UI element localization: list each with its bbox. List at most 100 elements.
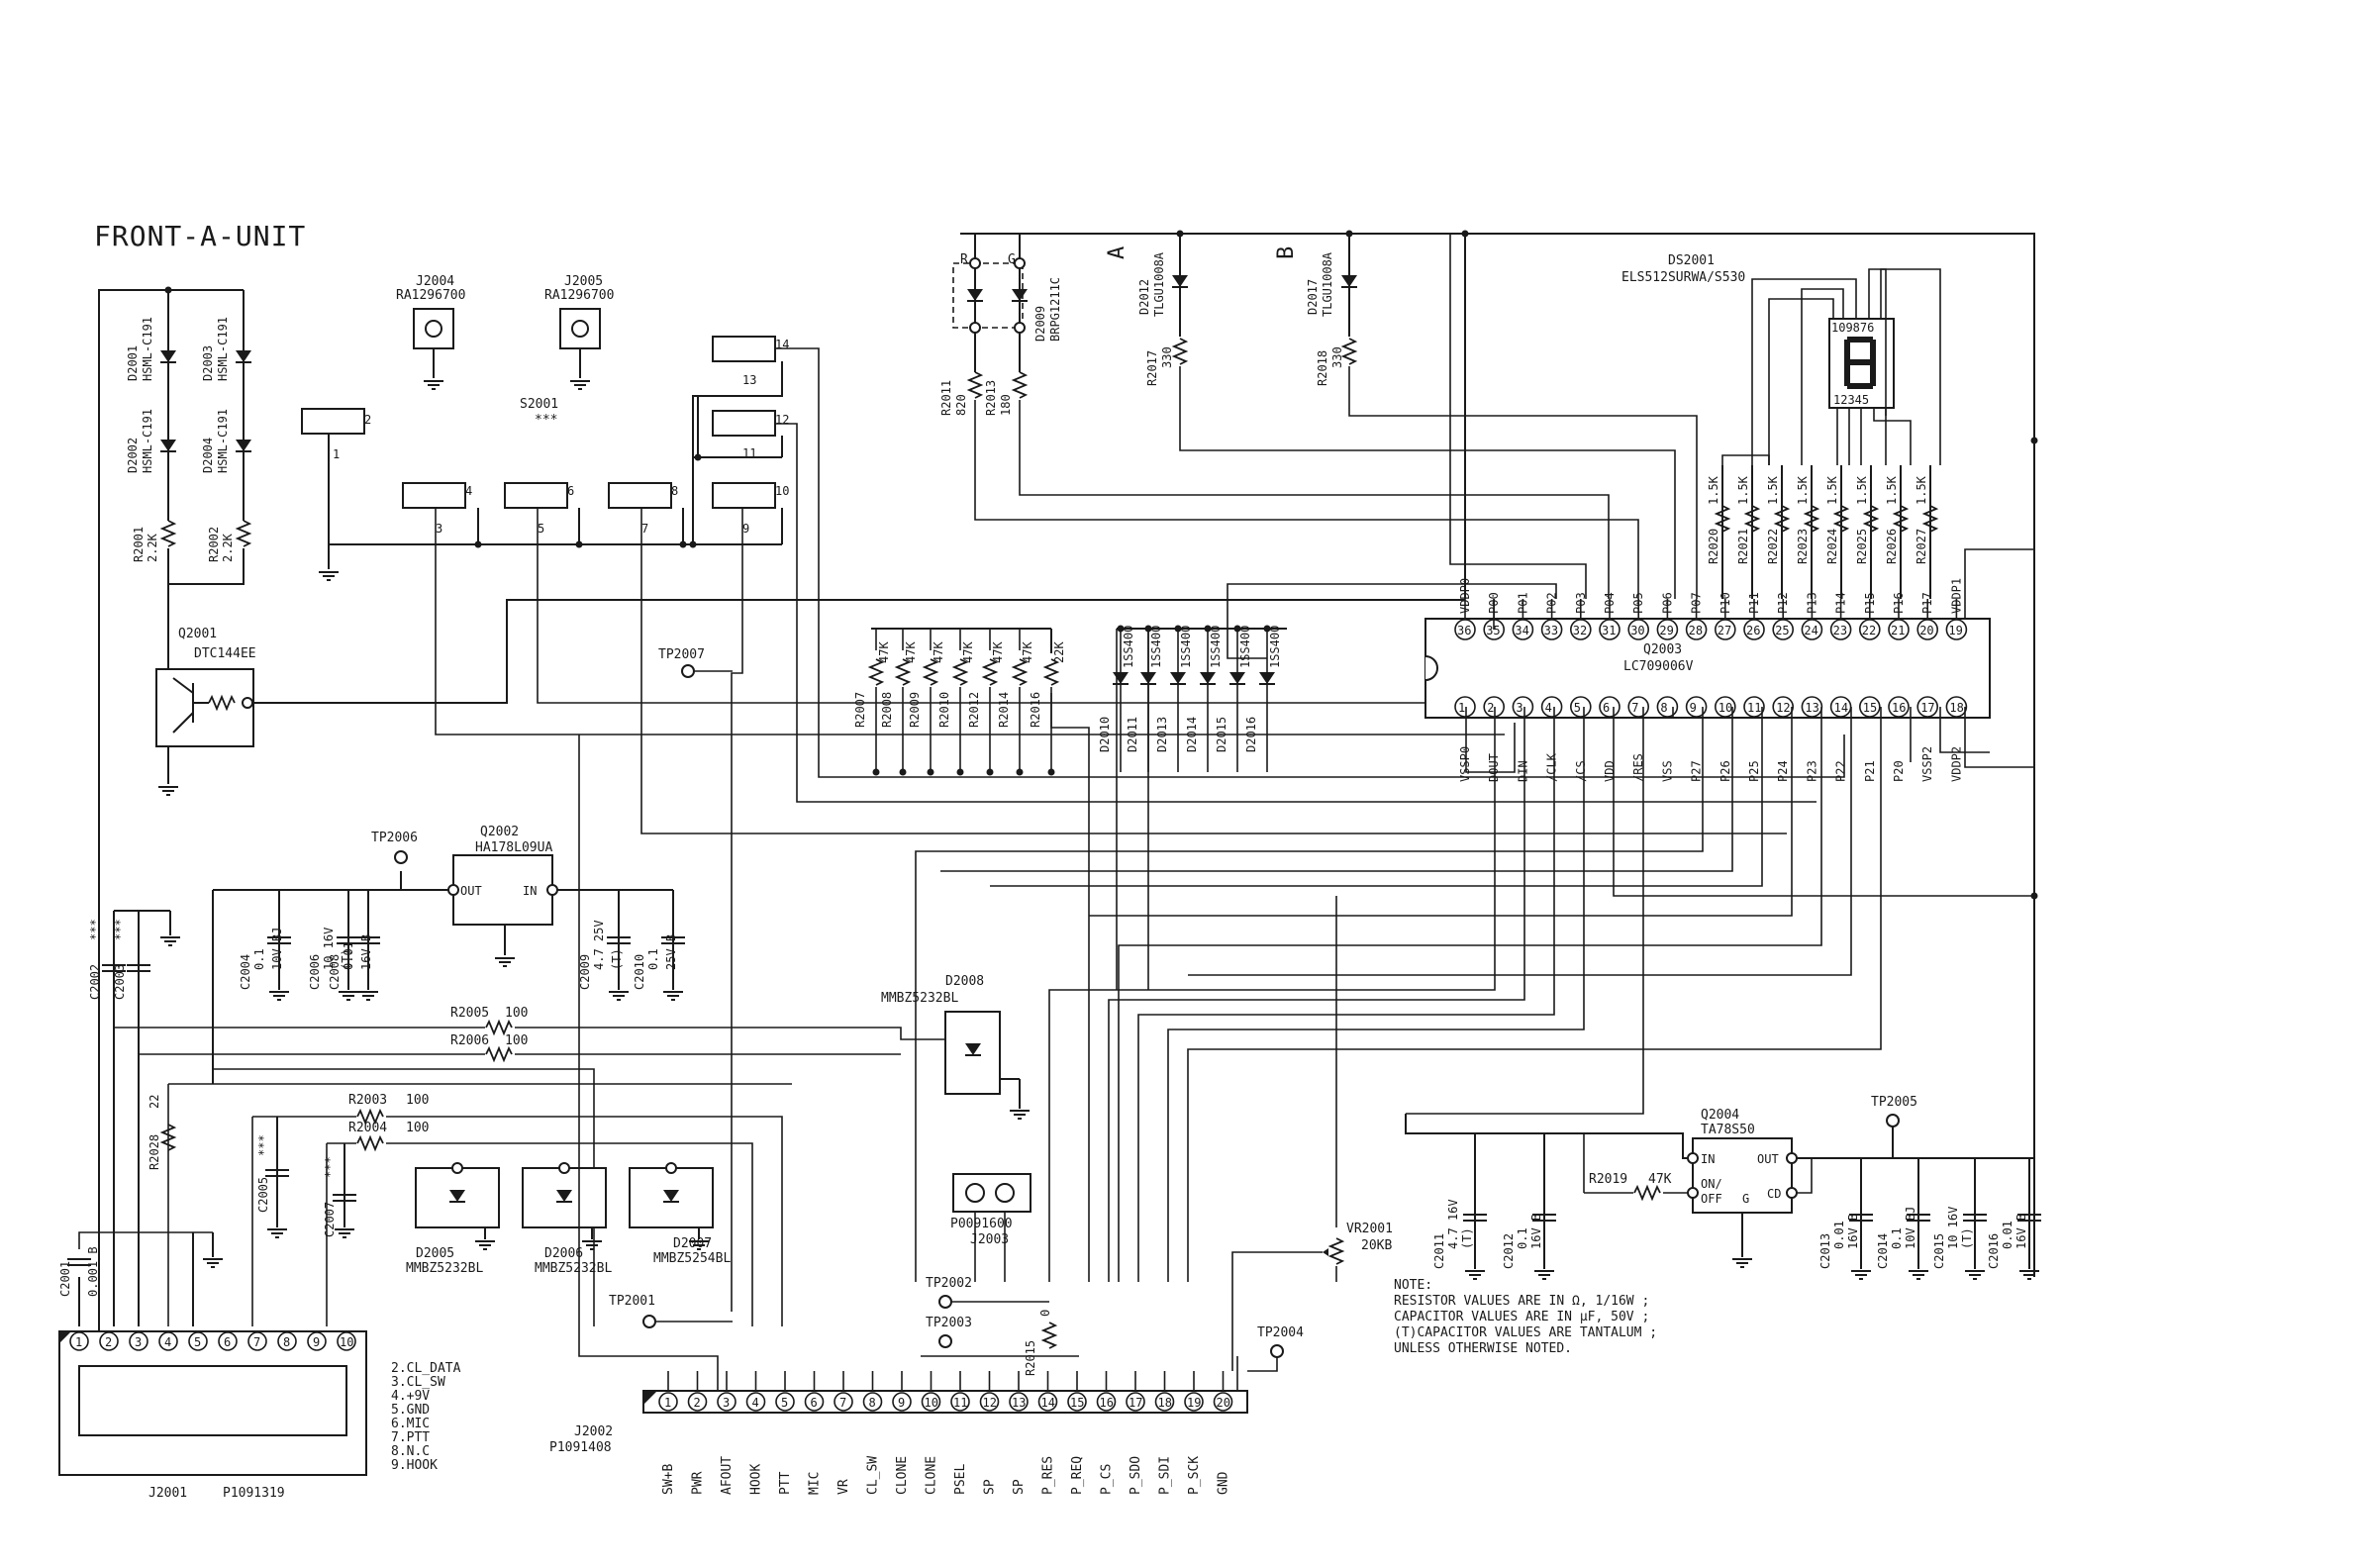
svg-text:Q2004: Q2004 xyxy=(1701,1108,1739,1123)
j2002-pin xyxy=(658,1392,678,1412)
mcu-pin-number: 11 xyxy=(1747,701,1761,715)
svg-text:C2005: C2005 xyxy=(256,1177,270,1213)
j2002-pin-number: 1 xyxy=(664,1396,671,1410)
mcu-pin xyxy=(1570,696,1592,718)
j2002-signal-name: P_SDI xyxy=(1158,1456,1173,1495)
svg-text:OUT: OUT xyxy=(460,884,482,898)
page-title: FRONT-A-UNIT xyxy=(94,220,306,252)
mcu-pin xyxy=(1916,619,1938,640)
reg-cap-value: 4.7 25V xyxy=(592,920,606,970)
right-cap-rating: (T) xyxy=(1960,1227,1974,1249)
mcu-pin-name: VSSP0 xyxy=(1458,746,1472,782)
svg-text:1.5K: 1.5K xyxy=(1736,475,1750,505)
mid-diode-part: 1SS400 xyxy=(1149,626,1163,668)
mcu-pin-name: /CS xyxy=(1574,760,1588,782)
mid-resistor-ref: R2007 xyxy=(853,692,867,728)
mcu-pin-number: 1 xyxy=(1458,701,1465,715)
mcu-pin-name: P15 xyxy=(1863,592,1877,614)
mcu-pin-number: 13 xyxy=(1805,701,1818,715)
svg-text:***: *** xyxy=(88,919,102,940)
transistor-q2001: Q2001 DTC144EE xyxy=(155,627,256,796)
mcu-pin-name: VDDP0 xyxy=(1458,578,1472,614)
right-cap-value: 4.7 16V xyxy=(1446,1199,1460,1249)
reg-cap-ref: C2004 xyxy=(239,954,252,990)
svg-text:1.5K: 1.5K xyxy=(1885,475,1899,505)
j2001-pin xyxy=(129,1331,148,1351)
svg-text:7.PTT: 7.PTT xyxy=(391,1430,430,1445)
mcu-pin-number: 35 xyxy=(1486,624,1500,637)
svg-text:UNLESS OTHERWISE NOTED.: UNLESS OTHERWISE NOTED. xyxy=(1394,1341,1572,1356)
svg-text:ON/: ON/ xyxy=(1701,1177,1722,1191)
mcu-pin-number: 19 xyxy=(1948,624,1962,637)
j2001-pin-number: 4 xyxy=(164,1335,171,1349)
mcu-pin-number: 7 xyxy=(1631,701,1638,715)
svg-text:MMBZ5232BL: MMBZ5232BL xyxy=(881,991,958,1006)
segment-resistors xyxy=(1716,454,1937,599)
right-cap-ref: C2015 xyxy=(1932,1233,1946,1269)
svg-text:R2023: R2023 xyxy=(1796,529,1810,564)
svg-text:5.GND: 5.GND xyxy=(391,1403,430,1418)
svg-text:J2003: J2003 xyxy=(970,1232,1009,1247)
j2001-pin-number: 3 xyxy=(135,1335,142,1349)
svg-text:TP2006: TP2006 xyxy=(371,831,418,845)
svg-text:RA1296700: RA1296700 xyxy=(544,288,614,303)
j2002-pin-number: 14 xyxy=(1041,1396,1055,1410)
svg-text:HSML-C191: HSML-C191 xyxy=(216,409,230,473)
mcu-pin xyxy=(1715,696,1736,718)
mcu-pin-number: 21 xyxy=(1891,624,1905,637)
mcu-pin xyxy=(1829,619,1852,640)
j2002-signal-name: SP xyxy=(1012,1479,1027,1495)
j2002-pin-number: 11 xyxy=(953,1396,967,1410)
j2002-signal-name: SP xyxy=(983,1479,998,1495)
reg-cap-ref: C2008 xyxy=(328,954,342,990)
mcu-pin xyxy=(1743,619,1765,640)
j2002-pin-number: 4 xyxy=(752,1396,759,1410)
zener-d2008: D2008 MMBZ5232BL xyxy=(881,974,1031,1120)
j2001-pin-number: 8 xyxy=(283,1335,290,1349)
j2002-signal-name: P_REQ xyxy=(1070,1456,1085,1495)
svg-text:BRPG1211C: BRPG1211C xyxy=(1048,277,1062,342)
mcu-pin-number: 31 xyxy=(1602,624,1616,637)
svg-text:R2020: R2020 xyxy=(1707,529,1720,564)
j2002-pin xyxy=(1009,1392,1029,1412)
svg-text:TP2005: TP2005 xyxy=(1871,1095,1917,1110)
reg-cap-ref: C2006 xyxy=(308,954,322,990)
j2002-pin xyxy=(834,1392,853,1412)
svg-text:R2027: R2027 xyxy=(1915,529,1928,564)
mcu-pin xyxy=(1916,696,1938,718)
mcu-pin xyxy=(1540,696,1563,718)
j2002-pin xyxy=(1067,1392,1087,1412)
j2002-signal-name: CL_SW xyxy=(866,1456,881,1495)
svg-text:1.5K: 1.5K xyxy=(1915,475,1928,505)
svg-text:VR2001: VR2001 xyxy=(1346,1222,1393,1236)
svg-text:MMBZ5232BL: MMBZ5232BL xyxy=(535,1261,612,1276)
mcu-pin-name: P23 xyxy=(1805,760,1818,782)
mcu-pin-number: 16 xyxy=(1892,701,1906,715)
mcu-pin-name: P17 xyxy=(1920,592,1934,614)
mid-diode-ref: D2014 xyxy=(1185,717,1199,752)
j2001-pin xyxy=(277,1331,297,1351)
svg-text:MMBZ5232BL: MMBZ5232BL xyxy=(406,1261,483,1276)
svg-text:8: 8 xyxy=(671,484,678,498)
led-d2009: R G xyxy=(952,233,1029,334)
right-cap-rating: (T) xyxy=(1460,1227,1474,1249)
svg-text:J2002: J2002 xyxy=(574,1424,613,1439)
svg-text:0.001 B: 0.001 B xyxy=(86,1246,100,1297)
j2001-pin-number: 2 xyxy=(105,1335,112,1349)
mcu-pin-number: 36 xyxy=(1457,624,1471,637)
j2002-signal-name: P_CS xyxy=(1100,1464,1115,1495)
j2002-signal-name: HOOK xyxy=(749,1464,764,1495)
mcu-pin-number: 22 xyxy=(1862,624,1876,637)
svg-text:TP2004: TP2004 xyxy=(1257,1325,1304,1340)
mcu-pin-name: P20 xyxy=(1892,760,1906,782)
svg-text:1: 1 xyxy=(333,447,340,461)
mcu-pin-number: 26 xyxy=(1746,624,1760,637)
svg-text:100: 100 xyxy=(505,1033,528,1048)
reg-cap-value: 0.01 xyxy=(342,941,355,970)
svg-text:R2025: R2025 xyxy=(1855,529,1869,564)
j2002-pin xyxy=(717,1392,737,1412)
mid-resistor-ref: R2012 xyxy=(967,692,981,728)
svg-text:7: 7 xyxy=(641,522,648,536)
mid-diode-part: 1SS400 xyxy=(1179,626,1193,668)
j2002-pin xyxy=(979,1392,1000,1412)
